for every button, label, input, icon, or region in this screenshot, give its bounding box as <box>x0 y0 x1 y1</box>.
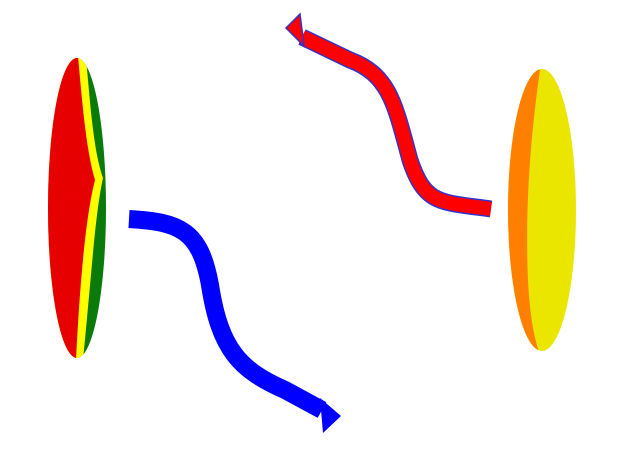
blue-arrow-head <box>320 398 341 433</box>
red-arrow-head <box>284 12 306 49</box>
blue-arrow-shaft <box>128 210 327 418</box>
red-arrow-shaft <box>298 30 492 216</box>
left-disc <box>48 58 106 358</box>
blue-arrow <box>128 210 341 433</box>
right-disc <box>508 69 576 351</box>
red-arrow <box>284 12 493 218</box>
left-disc-red-band <box>48 58 95 358</box>
